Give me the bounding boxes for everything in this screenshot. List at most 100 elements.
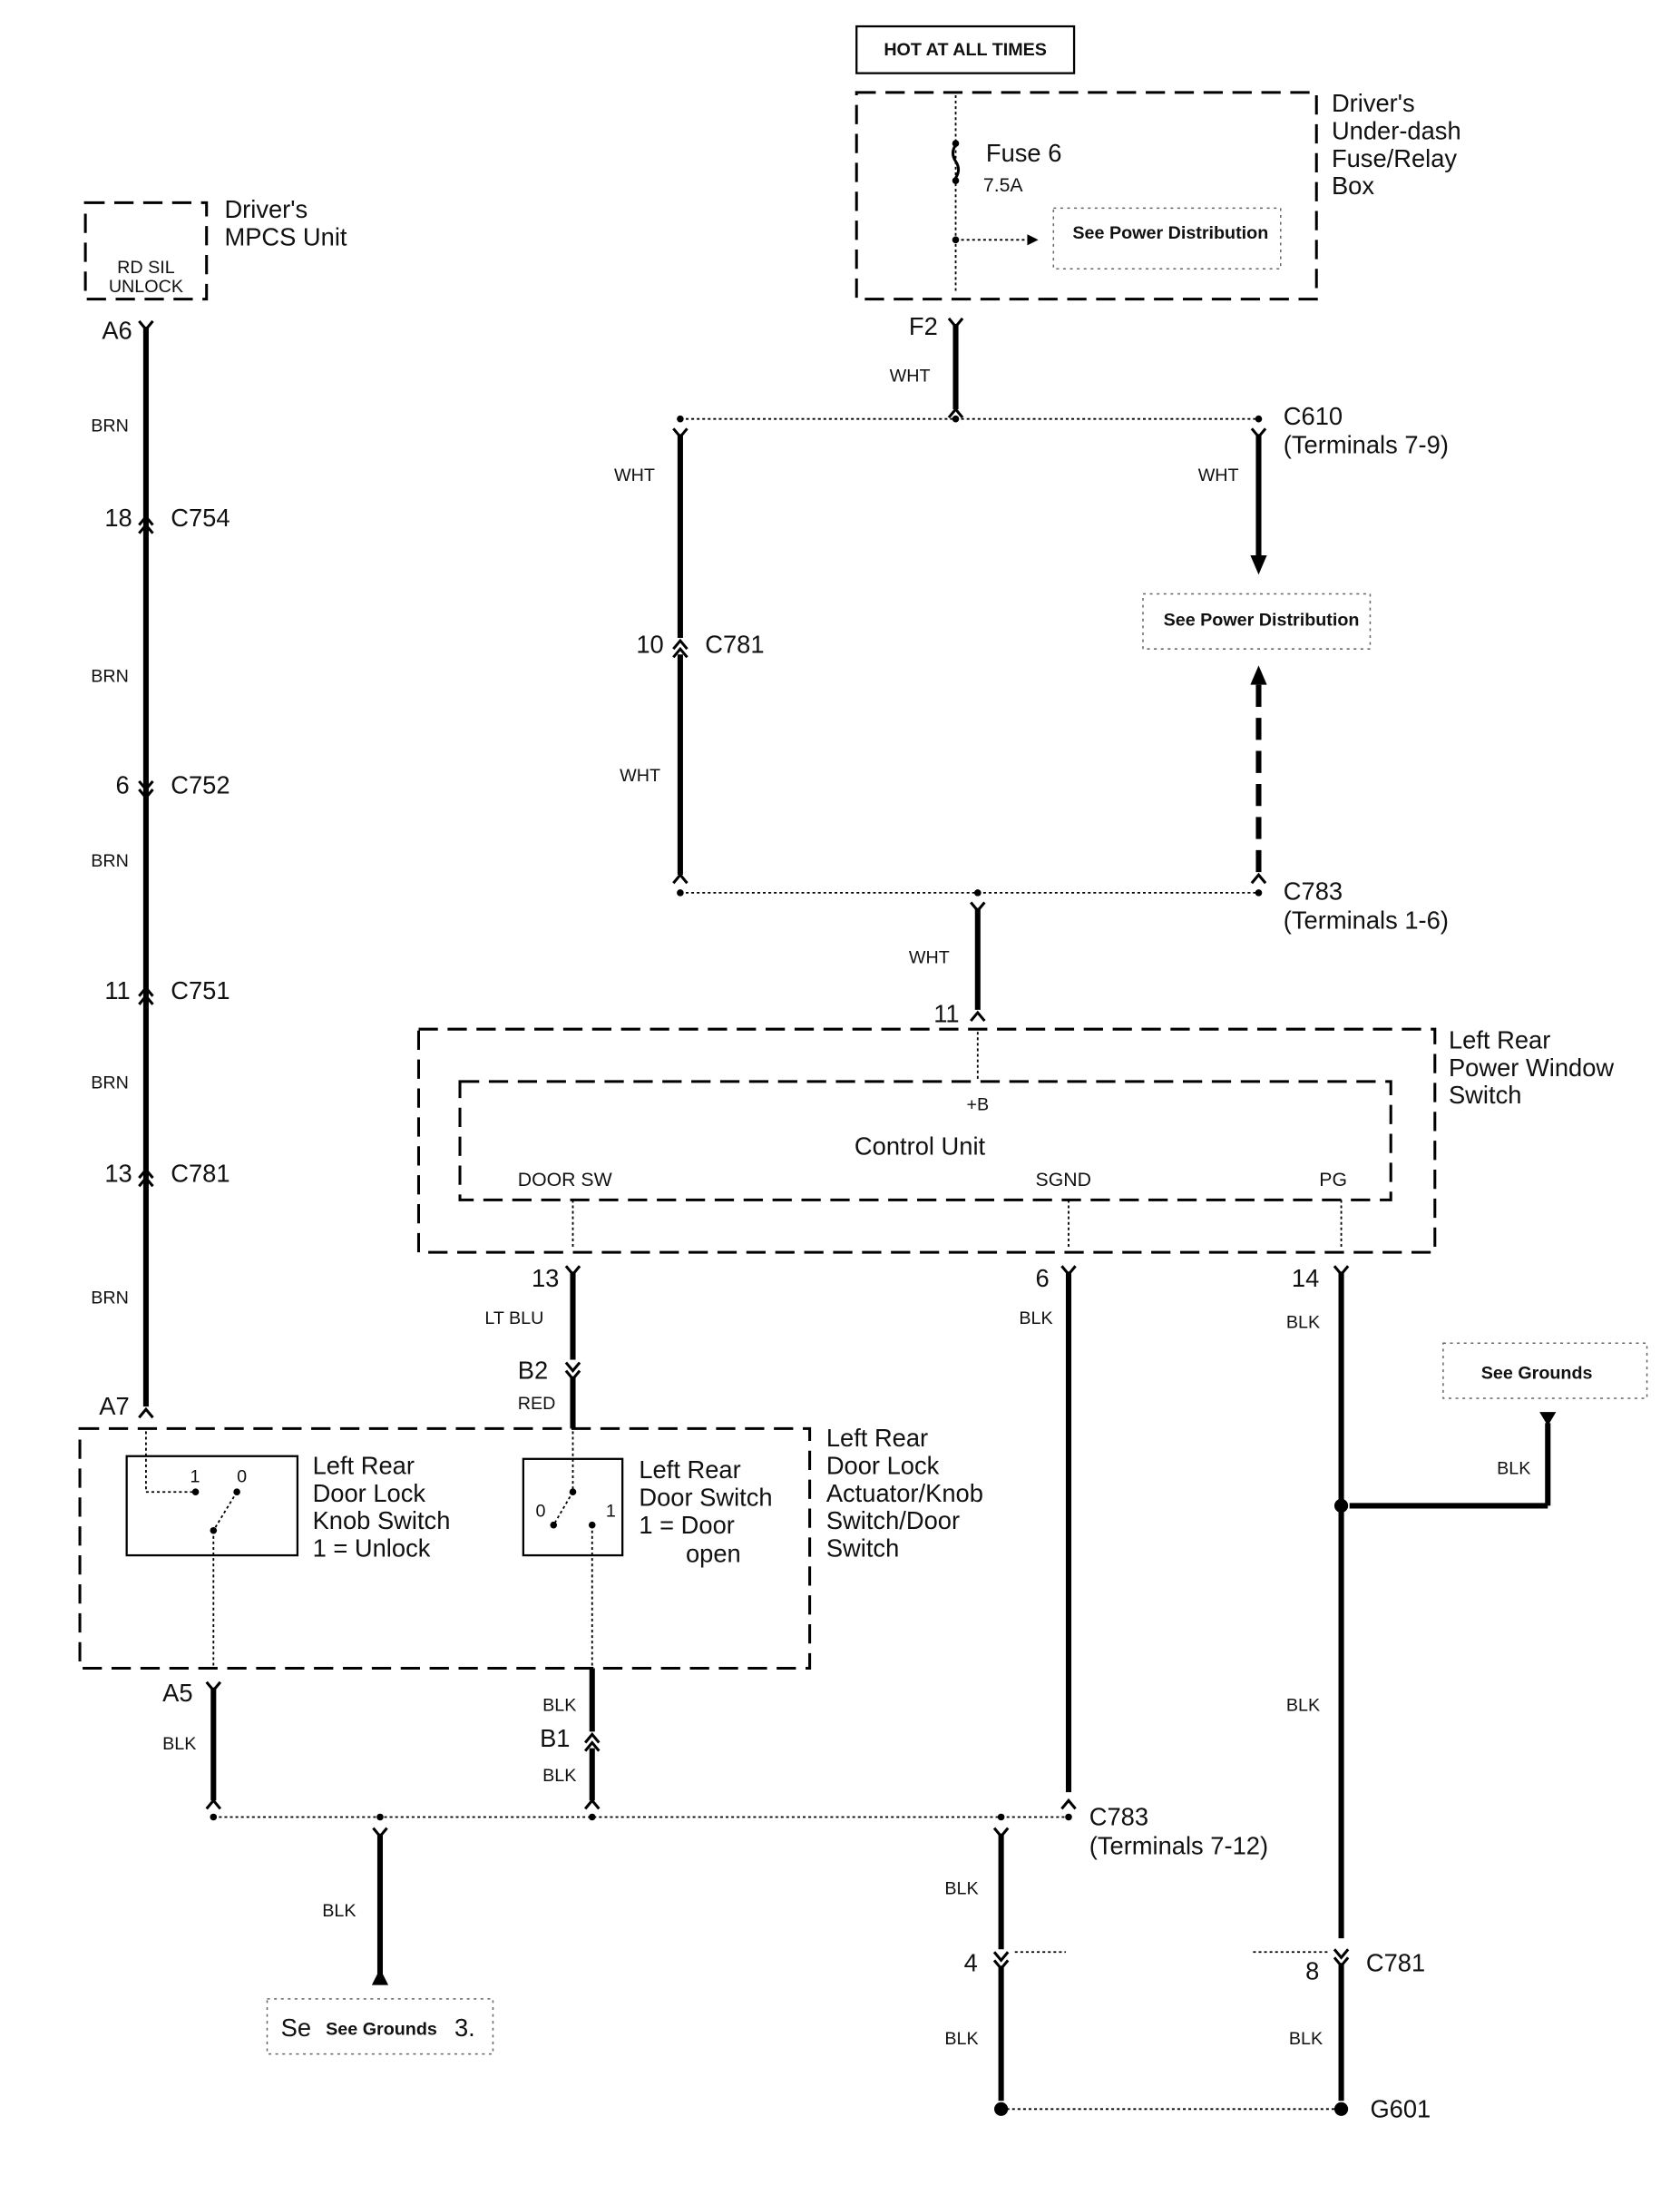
pin-a7: A7 <box>99 1392 129 1420</box>
hot-at-all-times-box: HOT AT ALL TIMES <box>855 24 1076 74</box>
knob-switch-name-4: 1 = Unlock <box>313 1534 431 1563</box>
wire-color-brn: BRN <box>91 416 129 436</box>
mpcs-terminal-2: UNLOCK <box>109 277 183 297</box>
wire-color-brn: BRN <box>91 1073 129 1092</box>
see-grounds-fragment-right: 3. <box>454 2014 475 2042</box>
window-switch-name-3: Switch <box>1449 1081 1521 1109</box>
pin-a6: A6 <box>102 317 132 345</box>
fuse-relay-box: Driver's Under-dash Fuse/Relay Box Fuse … <box>855 89 1461 301</box>
fuse-icon <box>951 143 961 179</box>
wire-color-blk: BLK <box>1289 2029 1323 2049</box>
c751-pin: 11 <box>104 976 130 1004</box>
wire-color-lt-blu: LT BLU <box>484 1308 543 1328</box>
c781-pin-13: 13 <box>104 1160 132 1188</box>
wire-color-blk: BLK <box>542 1766 576 1786</box>
power-window-switch: Left Rear Power Window Switch +B Control… <box>416 1025 1614 1254</box>
c610-label: C610 <box>1284 402 1343 430</box>
see-grounds-label-right: See Grounds <box>1481 1364 1593 1384</box>
door-pos-1: 1 <box>606 1502 616 1522</box>
fuse-box-name-3: Fuse/Relay <box>1332 144 1457 172</box>
pin-6: 6 <box>1036 1264 1050 1292</box>
c783-top-terminals: (Terminals 1-6) <box>1284 906 1449 934</box>
terminal-door-sw: DOOR SW <box>518 1169 612 1190</box>
wire-color-blk: BLK <box>944 1878 978 1898</box>
c783-top-label: C783 <box>1284 877 1343 905</box>
ground-arrow-up-icon <box>371 1968 389 1985</box>
pin-4: 4 <box>964 1949 978 1977</box>
ground-arrow-icon <box>1539 1412 1557 1426</box>
see-power-distribution-ref-1[interactable] <box>1052 207 1282 269</box>
wire-color-wht: WHT <box>614 465 655 485</box>
see-grounds-fragment-left: Se <box>281 2014 311 2042</box>
door-switch-name-1: Left Rear <box>639 1455 740 1484</box>
door-switch-name-4: open <box>686 1540 741 1568</box>
c754-pin: 18 <box>104 504 132 532</box>
knob-switch-contact-icon <box>212 1491 238 1532</box>
door-switch-name-2: Door Switch <box>639 1483 772 1511</box>
g601-label: G601 <box>1370 2094 1431 2122</box>
knob-switch-name-3: Knob Switch <box>313 1506 451 1534</box>
pin-14: 14 <box>1292 1264 1319 1292</box>
arrow-down-icon <box>1250 554 1267 575</box>
wire-color-brn: BRN <box>91 851 129 871</box>
pin-b1: B1 <box>540 1724 570 1752</box>
see-grounds-label-bottom: See Grounds <box>326 2019 437 2039</box>
wire-color-wht: WHT <box>890 367 931 387</box>
terminal-sgnd: SGND <box>1036 1169 1091 1190</box>
wire-color-blk: BLK <box>1286 1696 1320 1716</box>
actuator-name-1: Left Rear <box>826 1424 928 1452</box>
wire-color-blk: BLK <box>1286 1313 1320 1333</box>
arrow-right-icon <box>1027 234 1039 246</box>
fuse-box-name-1: Driver's <box>1332 89 1415 117</box>
wire-color-blk: BLK <box>542 1696 576 1716</box>
mpcs-unit: RD SIL UNLOCK Driver's MPCS Unit <box>83 195 347 301</box>
wire-color-brn: BRN <box>91 667 129 687</box>
wire-color-blk: BLK <box>944 2029 978 2049</box>
knob-pos-1: 1 <box>190 1467 200 1487</box>
c781-label-upper: C781 <box>705 631 764 659</box>
see-power-distribution-label-1: See Power Distribution <box>1072 223 1268 243</box>
door-switch-contact-icon <box>552 1491 574 1526</box>
wire-color-red: RED <box>518 1394 556 1414</box>
door-pos-0: 0 <box>536 1502 546 1522</box>
actuator-name-3: Actuator/Knob <box>826 1479 983 1507</box>
actuator-name-5: Switch <box>826 1534 899 1563</box>
terminal-plus-b: +B <box>966 1095 989 1115</box>
knob-switch-name-2: Door Lock <box>313 1479 426 1507</box>
pin-13: 13 <box>532 1264 559 1292</box>
c781-pin-10: 10 <box>636 631 663 659</box>
window-switch-name-1: Left Rear <box>1449 1025 1550 1053</box>
c783-bottom-terminals: (Terminals 7-12) <box>1089 1831 1268 1859</box>
hot-at-all-times-label: HOT AT ALL TIMES <box>884 40 1047 60</box>
pin-8: 8 <box>1305 1957 1319 1985</box>
c781-label-left: C781 <box>171 1160 230 1188</box>
fuse-name: Fuse 6 <box>986 139 1062 167</box>
fuse-rating: 7.5A <box>983 174 1024 196</box>
mpcs-name-2: MPCS Unit <box>224 222 347 250</box>
c752-label: C752 <box>171 771 230 799</box>
knob-pos-0: 0 <box>237 1467 247 1487</box>
knob-switch-name-1: Left Rear <box>313 1451 415 1479</box>
door-switch-name-3: 1 = Door <box>639 1511 735 1539</box>
c751-label: C751 <box>171 976 230 1004</box>
actuator-name-4: Switch/Door <box>826 1506 960 1534</box>
mpcs-name-1: Driver's <box>224 195 308 223</box>
arrow-up-icon <box>1250 665 1267 685</box>
c783-bottom-label: C783 <box>1089 1803 1148 1831</box>
window-switch-name-2: Power Window <box>1449 1053 1614 1082</box>
see-grounds-ref-bottom[interactable] <box>266 1998 494 2055</box>
c754-label: C754 <box>171 504 230 532</box>
wire-color-wht: WHT <box>909 947 950 967</box>
see-grounds-ref-right[interactable] <box>1442 1342 1648 1399</box>
terminal-pg: PG <box>1319 1169 1347 1190</box>
wire-color-wht: WHT <box>620 766 660 786</box>
fuse-box-name-4: Box <box>1332 171 1374 200</box>
window-switch-pin-11: 11 <box>933 1000 959 1028</box>
c781-label-bottom: C781 <box>1366 1949 1425 1977</box>
ground-g601-icon <box>1333 2102 1349 2116</box>
wire-color-wht: WHT <box>1198 465 1239 485</box>
wire-color-blk: BLK <box>162 1734 196 1754</box>
wire-color-blk: BLK <box>1019 1308 1052 1328</box>
wire-color-blk: BLK <box>322 1901 356 1921</box>
pin-a5: A5 <box>162 1679 192 1707</box>
